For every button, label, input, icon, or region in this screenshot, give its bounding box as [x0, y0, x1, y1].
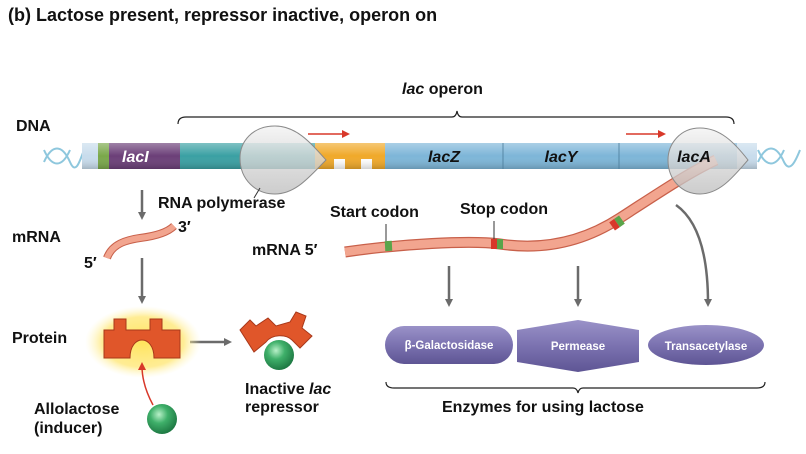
dna-label: DNA: [16, 118, 51, 135]
enzyme-label-permease: Permease: [551, 341, 605, 353]
dna-helix-left: [43, 147, 85, 169]
allolactose-label: Allolactose: [34, 401, 120, 418]
gene-label-laci: lacI: [122, 149, 149, 166]
inactive-repressor: [239, 311, 313, 353]
allolactose-inducer: [147, 404, 177, 434]
gene-label-lacz: lacZ: [428, 149, 461, 166]
stop-codon-mark-2: [609, 218, 620, 231]
inactive-repressor-label: Inactive lac: [245, 382, 331, 398]
inducer-label: (inducer): [34, 420, 103, 437]
rna-polymerase-label: RNA polymerase: [158, 195, 286, 212]
inactive-prefix: Inactive: [245, 381, 310, 398]
operon-label: lac operon: [402, 82, 483, 98]
operon-label-suffix: operon: [424, 81, 483, 98]
rna-polymerase: [239, 125, 327, 195]
inactive-italic: lac: [309, 381, 332, 398]
stop-codon-label: Stop codon: [460, 201, 548, 218]
protein-label: Protein: [12, 330, 68, 347]
enzymes-caption: Enzymes for using lactose: [442, 399, 644, 416]
enzyme-permease: Permease: [517, 320, 639, 372]
enzyme-transacetylase: Transacetylase: [648, 325, 764, 365]
dna-strand: [82, 143, 757, 169]
start-codon-mark: [384, 240, 393, 252]
bound-inducer: [264, 340, 294, 370]
repressor-protein: [103, 318, 181, 359]
enzyme-label-transacetylase: Transacetylase: [665, 341, 747, 353]
operon-label-italic: lac: [402, 81, 425, 98]
enzymes-bracket: [385, 381, 766, 394]
gene-label-lacy: lacY: [545, 149, 579, 166]
dna-helix-right: [757, 147, 801, 168]
three-prime-label: 3′: [178, 219, 191, 236]
repressor-label: repressor: [245, 399, 319, 416]
mrna-right-label: mRNA 5′: [252, 242, 318, 259]
gene-label-laca: lacA: [677, 149, 711, 166]
inducer-binding-arrow: [138, 362, 154, 406]
five-prime-left-label: 5′: [84, 255, 97, 272]
mrna-left-label: mRNA: [12, 229, 61, 246]
rna-polymerase-2: [667, 127, 749, 195]
figure-title: (b) Lactose present, repressor inactive,…: [8, 5, 438, 25]
start-codon-label: Start codon: [330, 204, 419, 221]
operon-bracket: [177, 110, 735, 125]
arrow-to-transacetylase: [675, 203, 712, 307]
stop-codon-mark: [491, 239, 497, 249]
enzyme-label-galactosidase: β-Galactosidase: [405, 340, 494, 352]
protein-glow: [85, 306, 201, 378]
enzyme-galactosidase: β-Galactosidase: [385, 326, 513, 364]
